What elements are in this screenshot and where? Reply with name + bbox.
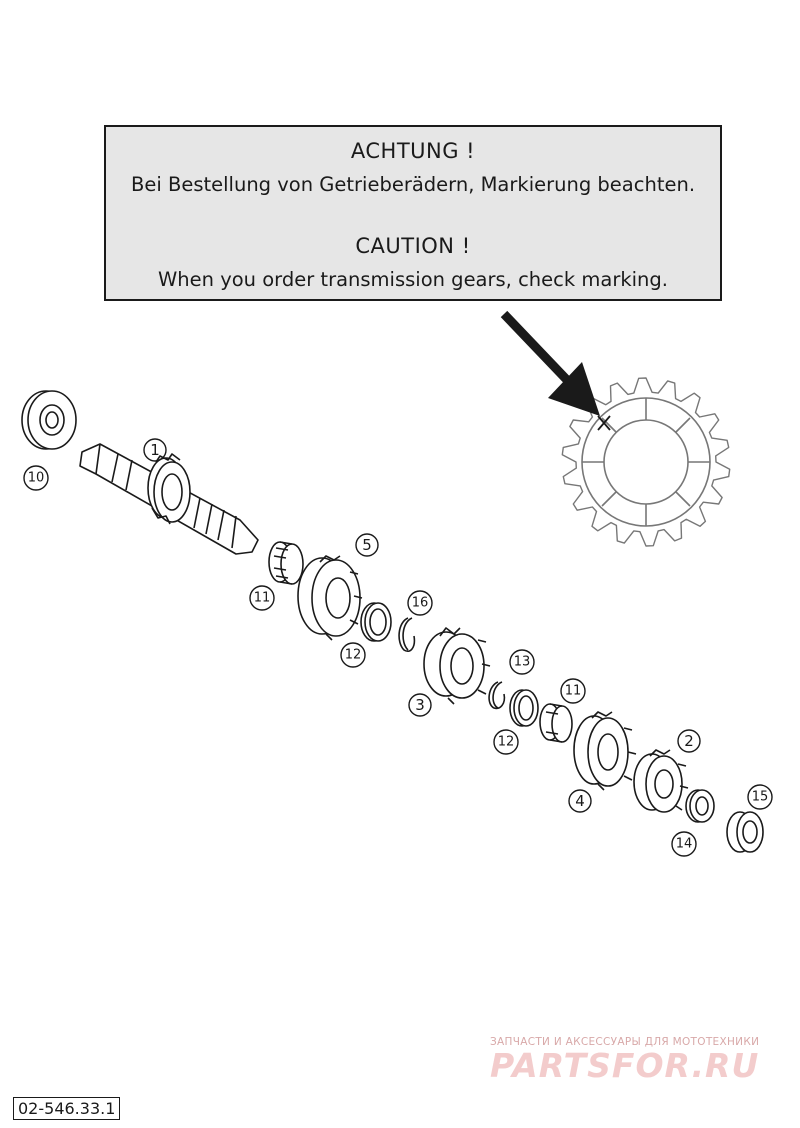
thrust-washer-lower	[509, 689, 539, 727]
callout-11-upper: 11	[254, 591, 271, 606]
caution-note-box: ACHTUNG ! Bei Bestellung von Getrieberäd…	[104, 125, 722, 301]
callout-13: 13	[514, 655, 531, 670]
note-heading-de: ACHTUNG !	[350, 139, 476, 163]
callout-14: 14	[676, 837, 693, 852]
gear-2	[633, 749, 689, 813]
needle-bearing-upper	[268, 541, 304, 585]
needle-bearing-lower	[539, 703, 573, 743]
callout-2: 2	[684, 732, 694, 750]
ball-bearing-right	[726, 811, 764, 853]
callout-16: 16	[412, 596, 429, 611]
callout-11-lower: 11	[565, 684, 582, 699]
note-text-en: When you order transmission gears, check…	[158, 268, 668, 291]
note-heading-en: CAUTION !	[355, 234, 471, 258]
watermark-tagline: ЗАПЧАСТИ И АКСЕССУАРЫ ДЛЯ МОТОТЕХНИКИ	[490, 1036, 760, 1048]
document-code: 02-546.33.1	[13, 1097, 121, 1120]
circlip-16	[398, 617, 416, 652]
gear-5	[297, 555, 363, 641]
marking-arrow	[500, 310, 600, 416]
callout-1: 1	[150, 441, 160, 459]
marked-gear-detail	[561, 377, 731, 547]
callout-12-upper: 12	[345, 648, 362, 663]
callout-10: 10	[28, 471, 45, 486]
callout-circles	[23, 438, 773, 857]
watermark-brand: PARTSFOR.RU	[490, 1046, 760, 1085]
marking-x	[597, 415, 611, 431]
gear-4	[573, 711, 637, 791]
thrust-washer-upper	[360, 602, 392, 642]
ball-bearing-left	[21, 390, 77, 450]
circlip-13	[488, 681, 506, 710]
gear-3	[423, 627, 491, 705]
callout-4: 4	[575, 792, 585, 810]
main-shaft	[79, 443, 259, 555]
callout-12-lower: 12	[498, 735, 515, 750]
callout-3: 3	[415, 696, 425, 714]
note-text-de: Bei Bestellung von Getrieberädern, Marki…	[130, 173, 696, 196]
washer-14	[685, 789, 715, 823]
callout-15: 15	[752, 790, 769, 805]
callout-5: 5	[362, 536, 372, 554]
